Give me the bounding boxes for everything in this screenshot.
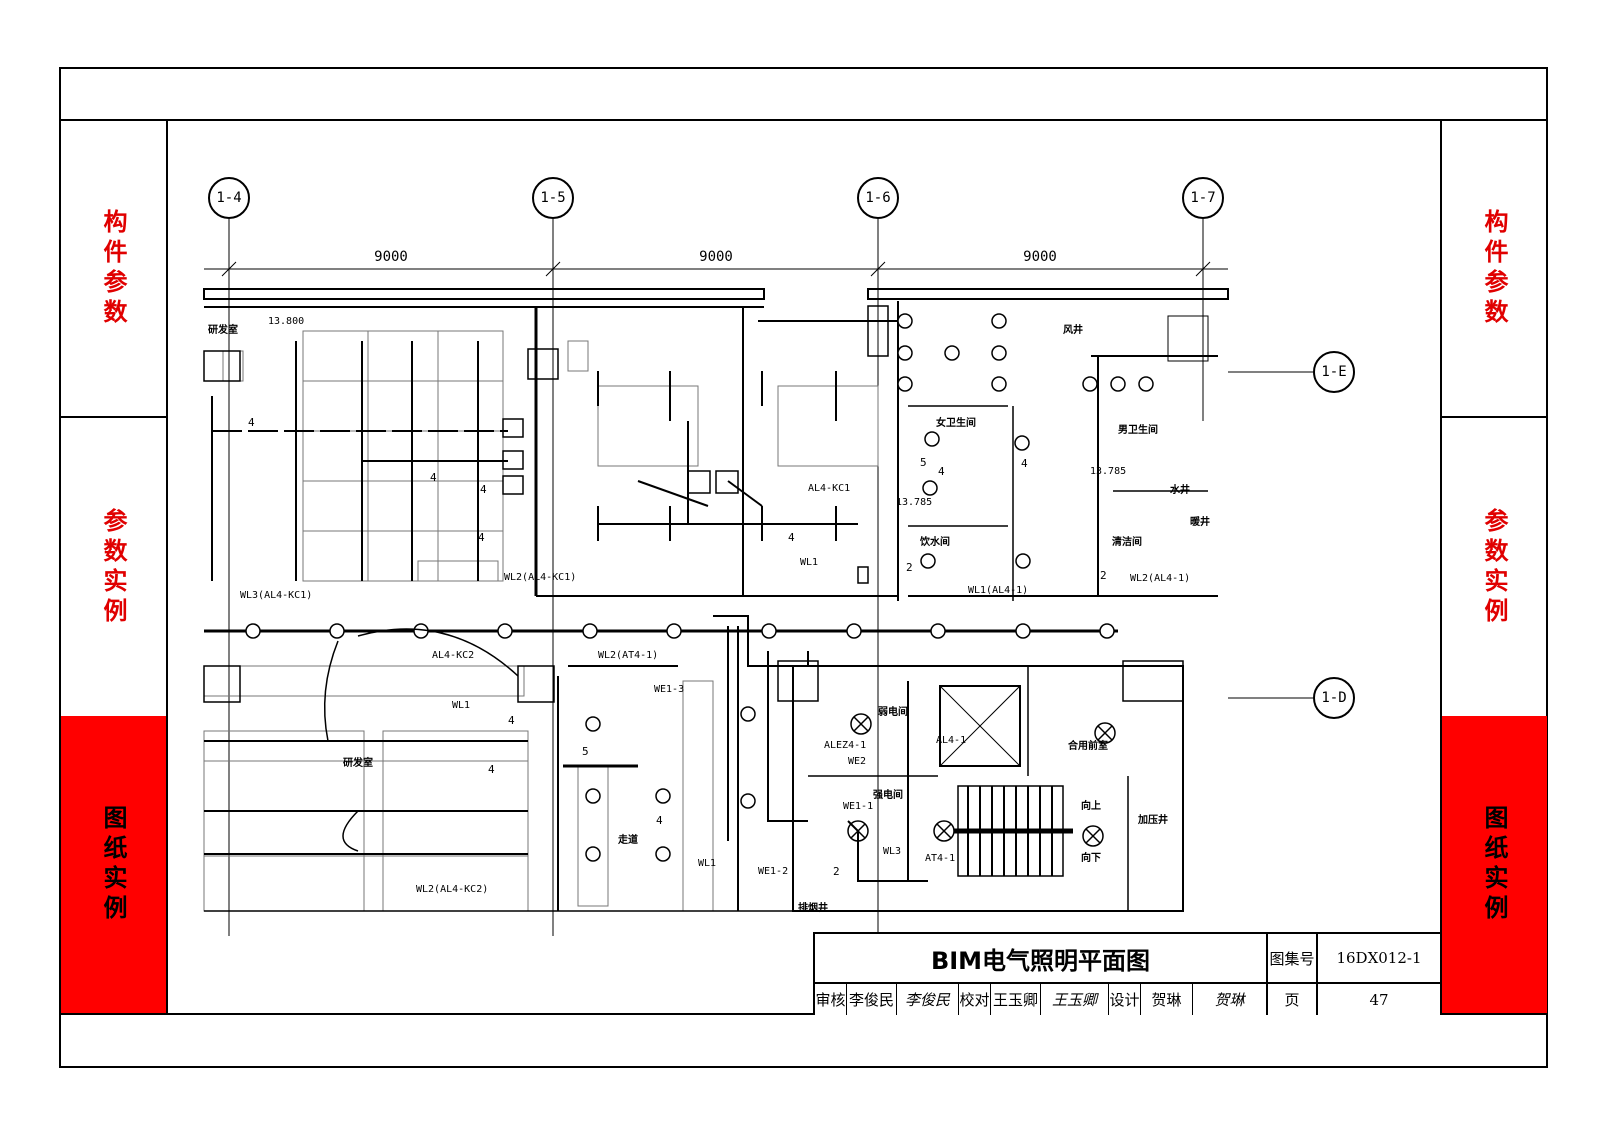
room-label-weak-elec: 强电间 [873,788,903,801]
left-tab-drawing-examples[interactable]: 图纸实例 [61,716,166,1013]
span-dimension-3: 9000 [1023,249,1057,265]
left-tab-component-params[interactable]: 构件参数 [61,121,166,418]
review-label: 审核 [815,984,847,1015]
circuit-label: WL2(AL4-KC1) [504,572,576,583]
axis-label-1-7: 1-7 [1190,190,1215,206]
page-number: 47 [1369,990,1389,1009]
design-label: 设计 [1109,984,1141,1015]
left-margin-divider [166,119,168,1015]
wire-count: 4 [508,714,515,727]
room-label-elec-shaft: 暖井 [1190,515,1210,528]
span-dimension-1: 9000 [374,249,408,265]
bottom-band-divider [59,1013,1548,1015]
room-label-smoke-shaft: 排烟井 [798,901,828,914]
wire-count: 4 [656,814,663,827]
circuit-label: WL1 [698,858,716,869]
room-label-shared-lobby: 合用前室 [1067,739,1108,752]
circuit-label: WL2(AT4-1) [598,650,658,661]
right-tab-param-examples-label: 参数实例 [1480,508,1508,628]
circuit-label: ALEZ4-1 [824,740,866,751]
circuit-label: WL2(AL4-1) [1130,573,1190,584]
wire-count: 2 [906,561,913,574]
right-margin-divider [1440,119,1442,1015]
room-label-wind-shaft: 风井 [1063,323,1083,336]
left-tab-param-examples[interactable]: 参数实例 [61,420,166,716]
wire-count: 4 [478,531,485,544]
sheet-frame [59,67,1548,1068]
axis-label-1-5: 1-5 [540,190,565,206]
checker-name: 王玉卿 [991,984,1041,1015]
wire-count: 4 [788,531,795,544]
elevation-label: 13.785 [1090,466,1126,477]
circuit-label: WE2 [848,756,866,767]
wire-count: 2 [833,865,840,878]
room-label-strong-elec: 弱电间 [878,705,908,718]
checker-signature: 王玉卿 [1041,984,1109,1015]
room-label-stair-up: 向上 [1081,799,1101,812]
wire-count: 4 [430,471,437,484]
circuit-label: AT4-1 [925,853,955,864]
circuit-label: WL1 [452,700,470,711]
wire-count: 4 [488,763,495,776]
span-dimension-2: 9000 [699,249,733,265]
room-label-pressurize: 加压井 [1137,813,1168,826]
elevation-label: 13.800 [268,316,304,327]
atlas-no: 16DX012-1 [1318,934,1440,984]
circuit-label: WE1-1 [843,801,873,812]
axis-label-1-4: 1-4 [216,190,241,206]
circuit-label: WL1(AL4-1) [968,585,1028,596]
lighting-plan-drawing: 1-4 1-5 1-6 1-7 1-E 1-D 9000 9000 9000 1… [203,177,1355,936]
check-label: 校对 [959,984,991,1015]
circuit-label: AL4-KC2 [432,650,474,661]
circuit-label: WE1-3 [654,684,684,695]
right-tab-param-examples[interactable]: 参数实例 [1442,420,1547,716]
circuit-label: WL2(AL4-KC2) [416,884,488,895]
wire-count: 4 [248,416,255,429]
left-tab-param-examples-label: 参数实例 [99,508,127,628]
room-label-cleaning: 清洁间 [1112,535,1142,548]
room-label-womens-wc: 女卫生间 [936,416,976,429]
room-label-water-shaft: 水井 [1169,483,1190,496]
axis-label-1-D: 1-D [1321,690,1346,706]
circuit-label: AL4-KC1 [808,483,850,494]
atlas-no-label: 图集号 [1268,934,1318,984]
wire-count: 4 [480,483,487,496]
top-band-divider [59,119,1548,121]
room-label-pantry: 饮水间 [919,535,950,548]
room-label-rd-top: 研发室 [208,323,238,336]
right-tab-component-params[interactable]: 构件参数 [1442,121,1547,418]
wire-count: 2 [1100,569,1107,582]
circuit-label: WL3(AL4-KC1) [240,590,312,601]
drawing-title: BIM电气照明平面图 [815,934,1268,984]
circuit-label: WL1 [800,557,818,568]
title-block: BIM电气照明平面图 图集号 16DX012-1 审核 李俊民 李俊民 校对 王… [813,932,1440,1015]
elevation-label: 13.785 [896,497,932,508]
circuit-label: WL3 [883,846,901,857]
circuit-label: WE1-2 [758,866,788,877]
reviewer-name: 李俊民 [847,984,897,1015]
room-label-mens-wc: 男卫生间 [1118,423,1158,436]
reviewer-signature: 李俊民 [897,984,959,1015]
room-label-corridor: 走道 [617,833,638,846]
designer-name: 贺琳 [1141,984,1193,1015]
right-tab-drawing-examples[interactable]: 图纸实例 [1442,716,1547,1013]
left-tab-component-params-label: 构件参数 [99,208,127,329]
wire-count: 5 [582,745,589,758]
wire-count: 4 [938,465,945,478]
page-label: 页 [1268,984,1318,1015]
room-label-rd-bottom: 研发室 [343,756,373,769]
axis-label-1-E: 1-E [1321,364,1346,380]
designer-signature: 贺琳 [1193,984,1268,1015]
right-tab-drawing-examples-label: 图纸实例 [1480,804,1508,925]
right-tab-component-params-label: 构件参数 [1480,208,1508,329]
room-label-stair-down: 向下 [1081,851,1101,864]
left-tab-drawing-examples-label: 图纸实例 [99,804,127,925]
circuit-label: AL4-1 [936,735,966,746]
axis-label-1-6: 1-6 [865,190,890,206]
wire-count: 4 [1021,457,1028,470]
wire-count: 5 [920,456,927,469]
